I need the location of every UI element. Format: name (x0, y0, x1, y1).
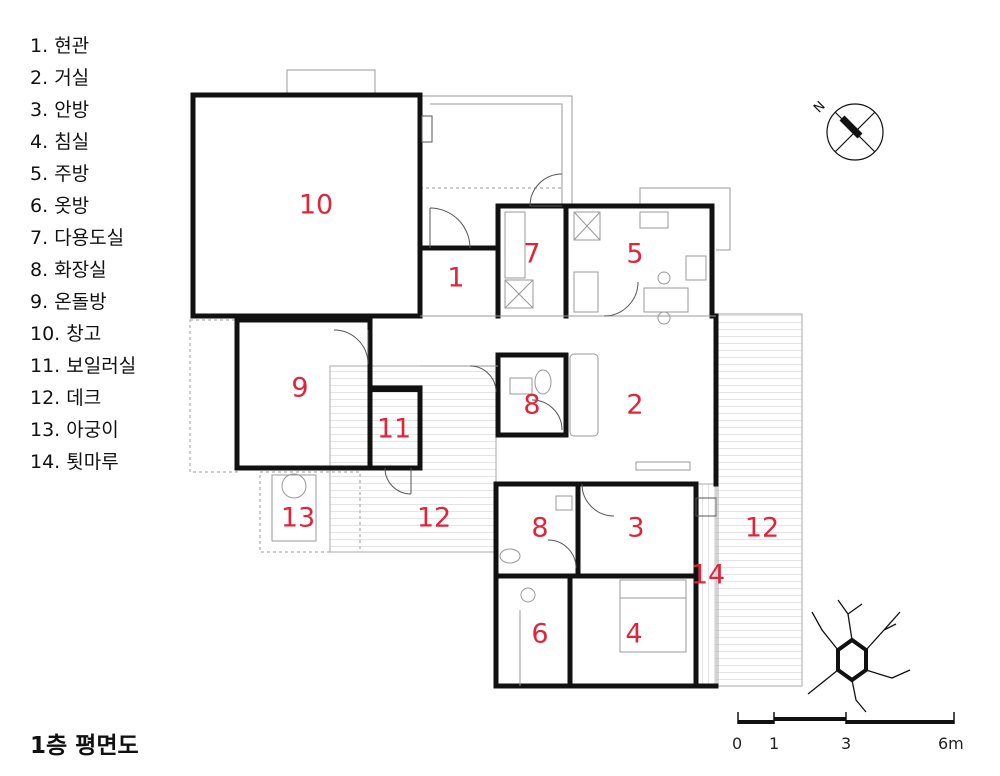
legend-item: 11. 보일러실 (30, 355, 137, 377)
scale-label: 0 (732, 734, 743, 753)
room-number-furnace: 13 (280, 502, 316, 534)
room-number-entrance: 1 (447, 262, 465, 294)
deck-12-left (329, 365, 497, 553)
room-number-living: 2 (626, 389, 644, 421)
plan-title: 1층 평면도 (30, 733, 139, 759)
room-number-ondol: 9 (291, 372, 309, 404)
room-number-deck-left: 12 (416, 502, 452, 534)
room-number-deck-right: 12 (744, 512, 780, 544)
legend-item: 8. 화장실 (30, 259, 107, 281)
room-number-storage: 10 (298, 189, 334, 221)
thin-lines (271, 211, 716, 686)
scale-label: 1 (769, 734, 780, 753)
doors (333, 115, 717, 569)
legend-item: 3. 안방 (30, 99, 90, 121)
north-arrow-icon (826, 103, 884, 161)
room-number-utility: 7 (523, 238, 541, 270)
room-number-master: 3 (627, 512, 645, 544)
scale-label: 6m (938, 734, 964, 753)
room-number-boiler: 11 (376, 413, 412, 445)
tree-icon (807, 599, 911, 713)
room-number-bath-lower: 8 (531, 512, 549, 544)
deck-12-right (715, 313, 803, 687)
room-number-bedroom: 4 (625, 618, 643, 650)
legend-item: 13. 아궁이 (30, 419, 119, 441)
legend-item: 7. 다용도실 (30, 227, 125, 249)
room-number-bath-upper: 8 (523, 389, 541, 421)
legend-item: 4. 침실 (30, 131, 90, 153)
legend-item: 5. 주방 (30, 163, 90, 185)
room-legend: 1. 현관 2. 거실 3. 안방 4. 침실 5. 주방 6. 옷방 7. 다… (30, 30, 136, 478)
legend-item: 14. 툇마루 (30, 451, 119, 473)
room-number-closet: 6 (531, 618, 549, 650)
room-number-kitchen: 5 (626, 238, 644, 270)
scale-bar (737, 712, 955, 724)
legend-item: 6. 옷방 (30, 195, 90, 217)
legend-item: 1. 현관 (30, 35, 90, 57)
legend-item: 9. 온돌방 (30, 291, 107, 313)
legend-item: 12. 데크 (30, 387, 102, 409)
scale-label: 3 (841, 734, 852, 753)
legend-item: 10. 창고 (30, 323, 102, 345)
room-number-porch: 14 (690, 559, 726, 591)
legend-item: 2. 거실 (30, 67, 90, 89)
